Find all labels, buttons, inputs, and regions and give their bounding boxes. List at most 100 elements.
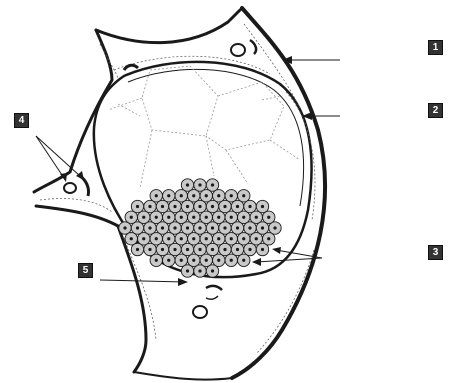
granule-nucleus [217,237,220,240]
granule-nucleus [180,237,183,240]
granule-nucleus [261,226,264,229]
label-5: 5 [78,263,93,278]
granule-nucleus [155,194,158,197]
granule-nucleus [173,205,176,208]
granule-nucleus [255,216,258,219]
outer-wall-bottom [134,372,232,380]
outer-wall-top-left [96,10,240,43]
granule-nucleus [167,237,170,240]
granule-nucleus [248,205,251,208]
granule-nucleus [267,237,270,240]
granule-nucleus [161,248,164,251]
wall-cell-bottom-2 [193,306,207,318]
granule-nucleus [211,205,214,208]
granule-nucleus [148,205,151,208]
granule-nucleus [180,216,183,219]
granule-nucleus [161,226,164,229]
granule-nucleus [242,259,245,262]
arrow-3-head-b [252,258,261,266]
granule-nucleus [136,248,139,251]
granule-nucleus [192,216,195,219]
granule-nucleus [186,205,189,208]
arrow-5-line [100,280,184,282]
arrow-5-head [178,278,188,286]
faint-polygons [108,66,300,188]
granule-nucleus [261,248,264,251]
granule-nucleus [186,269,189,272]
granule-nucleus [192,194,195,197]
granule-nucleus [261,205,264,208]
granule-nucleus [230,216,233,219]
granule-nucleus [255,237,258,240]
granule-nucleus [155,237,158,240]
outer-wall-left [34,30,112,192]
wall-cell-left-2 [80,176,89,196]
granule-nucleus [130,216,133,219]
granule-nucleus [248,248,251,251]
wall-cell-top-left [124,65,138,70]
granule-nucleus [198,226,201,229]
granule-nucleus [180,259,183,262]
granule-nucleus [242,194,245,197]
granule-nucleus [123,226,126,229]
granule-nucleus [217,194,220,197]
granule-nucleus [130,237,133,240]
granule-nucleus [230,237,233,240]
wall-cell-top-right-1 [231,44,245,56]
granule-nucleus [211,226,214,229]
granule-nucleus [167,216,170,219]
granule-nucleus [142,237,145,240]
granule-nucleus [230,259,233,262]
granule-nucleus [161,205,164,208]
granule-nucleus [223,248,226,251]
granule-nucleus [242,237,245,240]
granule-nucleus [167,259,170,262]
granule-nucleus [136,226,139,229]
granule-nucleus [186,226,189,229]
granule-nucleus [198,269,201,272]
granule-nucleus [173,226,176,229]
granule-nucleus [148,226,151,229]
granule-nucleus [148,248,151,251]
granule-nucleus [173,248,176,251]
granule-nucleus [236,248,239,251]
granule-nucleus [167,194,170,197]
granule-nucleus [186,183,189,186]
wall-cell-bottom-3 [206,296,218,299]
granule-nucleus [236,226,239,229]
arrow-3-head-a [272,247,281,254]
arrow-4-line-b [36,136,80,176]
granule-nucleus [205,194,208,197]
granule-nucleus [205,259,208,262]
wall-cell-top-right-2 [250,40,256,54]
wall-cell-left-1 [64,183,76,193]
granule-nucleus [267,216,270,219]
wall-cell-bottom-1 [206,286,222,290]
granule-nucleus [136,205,139,208]
granule-nucleus [273,226,276,229]
granule-nucleus [242,216,245,219]
label-2: 2 [428,103,443,118]
granule-nucleus [211,248,214,251]
arrow-4-head-b [76,171,84,180]
granule-nucleus [198,248,201,251]
granule-nucleus [155,259,158,262]
granule-nucleus [230,194,233,197]
granule-nucleus [192,237,195,240]
granule-nucleus [192,259,195,262]
granule-nucleus [217,216,220,219]
granule-nucleus [248,226,251,229]
granule-nucleus [211,183,214,186]
granule-nucleus [223,226,226,229]
granule-nucleus [198,205,201,208]
granule-nucleus [236,205,239,208]
label-3: 3 [428,245,443,260]
granule-nucleus [142,216,145,219]
granule-nucleus [155,216,158,219]
granule-nucleus [205,237,208,240]
label-1: 1 [428,40,443,55]
granule-nucleus [180,194,183,197]
dotted-lines [40,24,315,354]
granule-nucleus [223,205,226,208]
